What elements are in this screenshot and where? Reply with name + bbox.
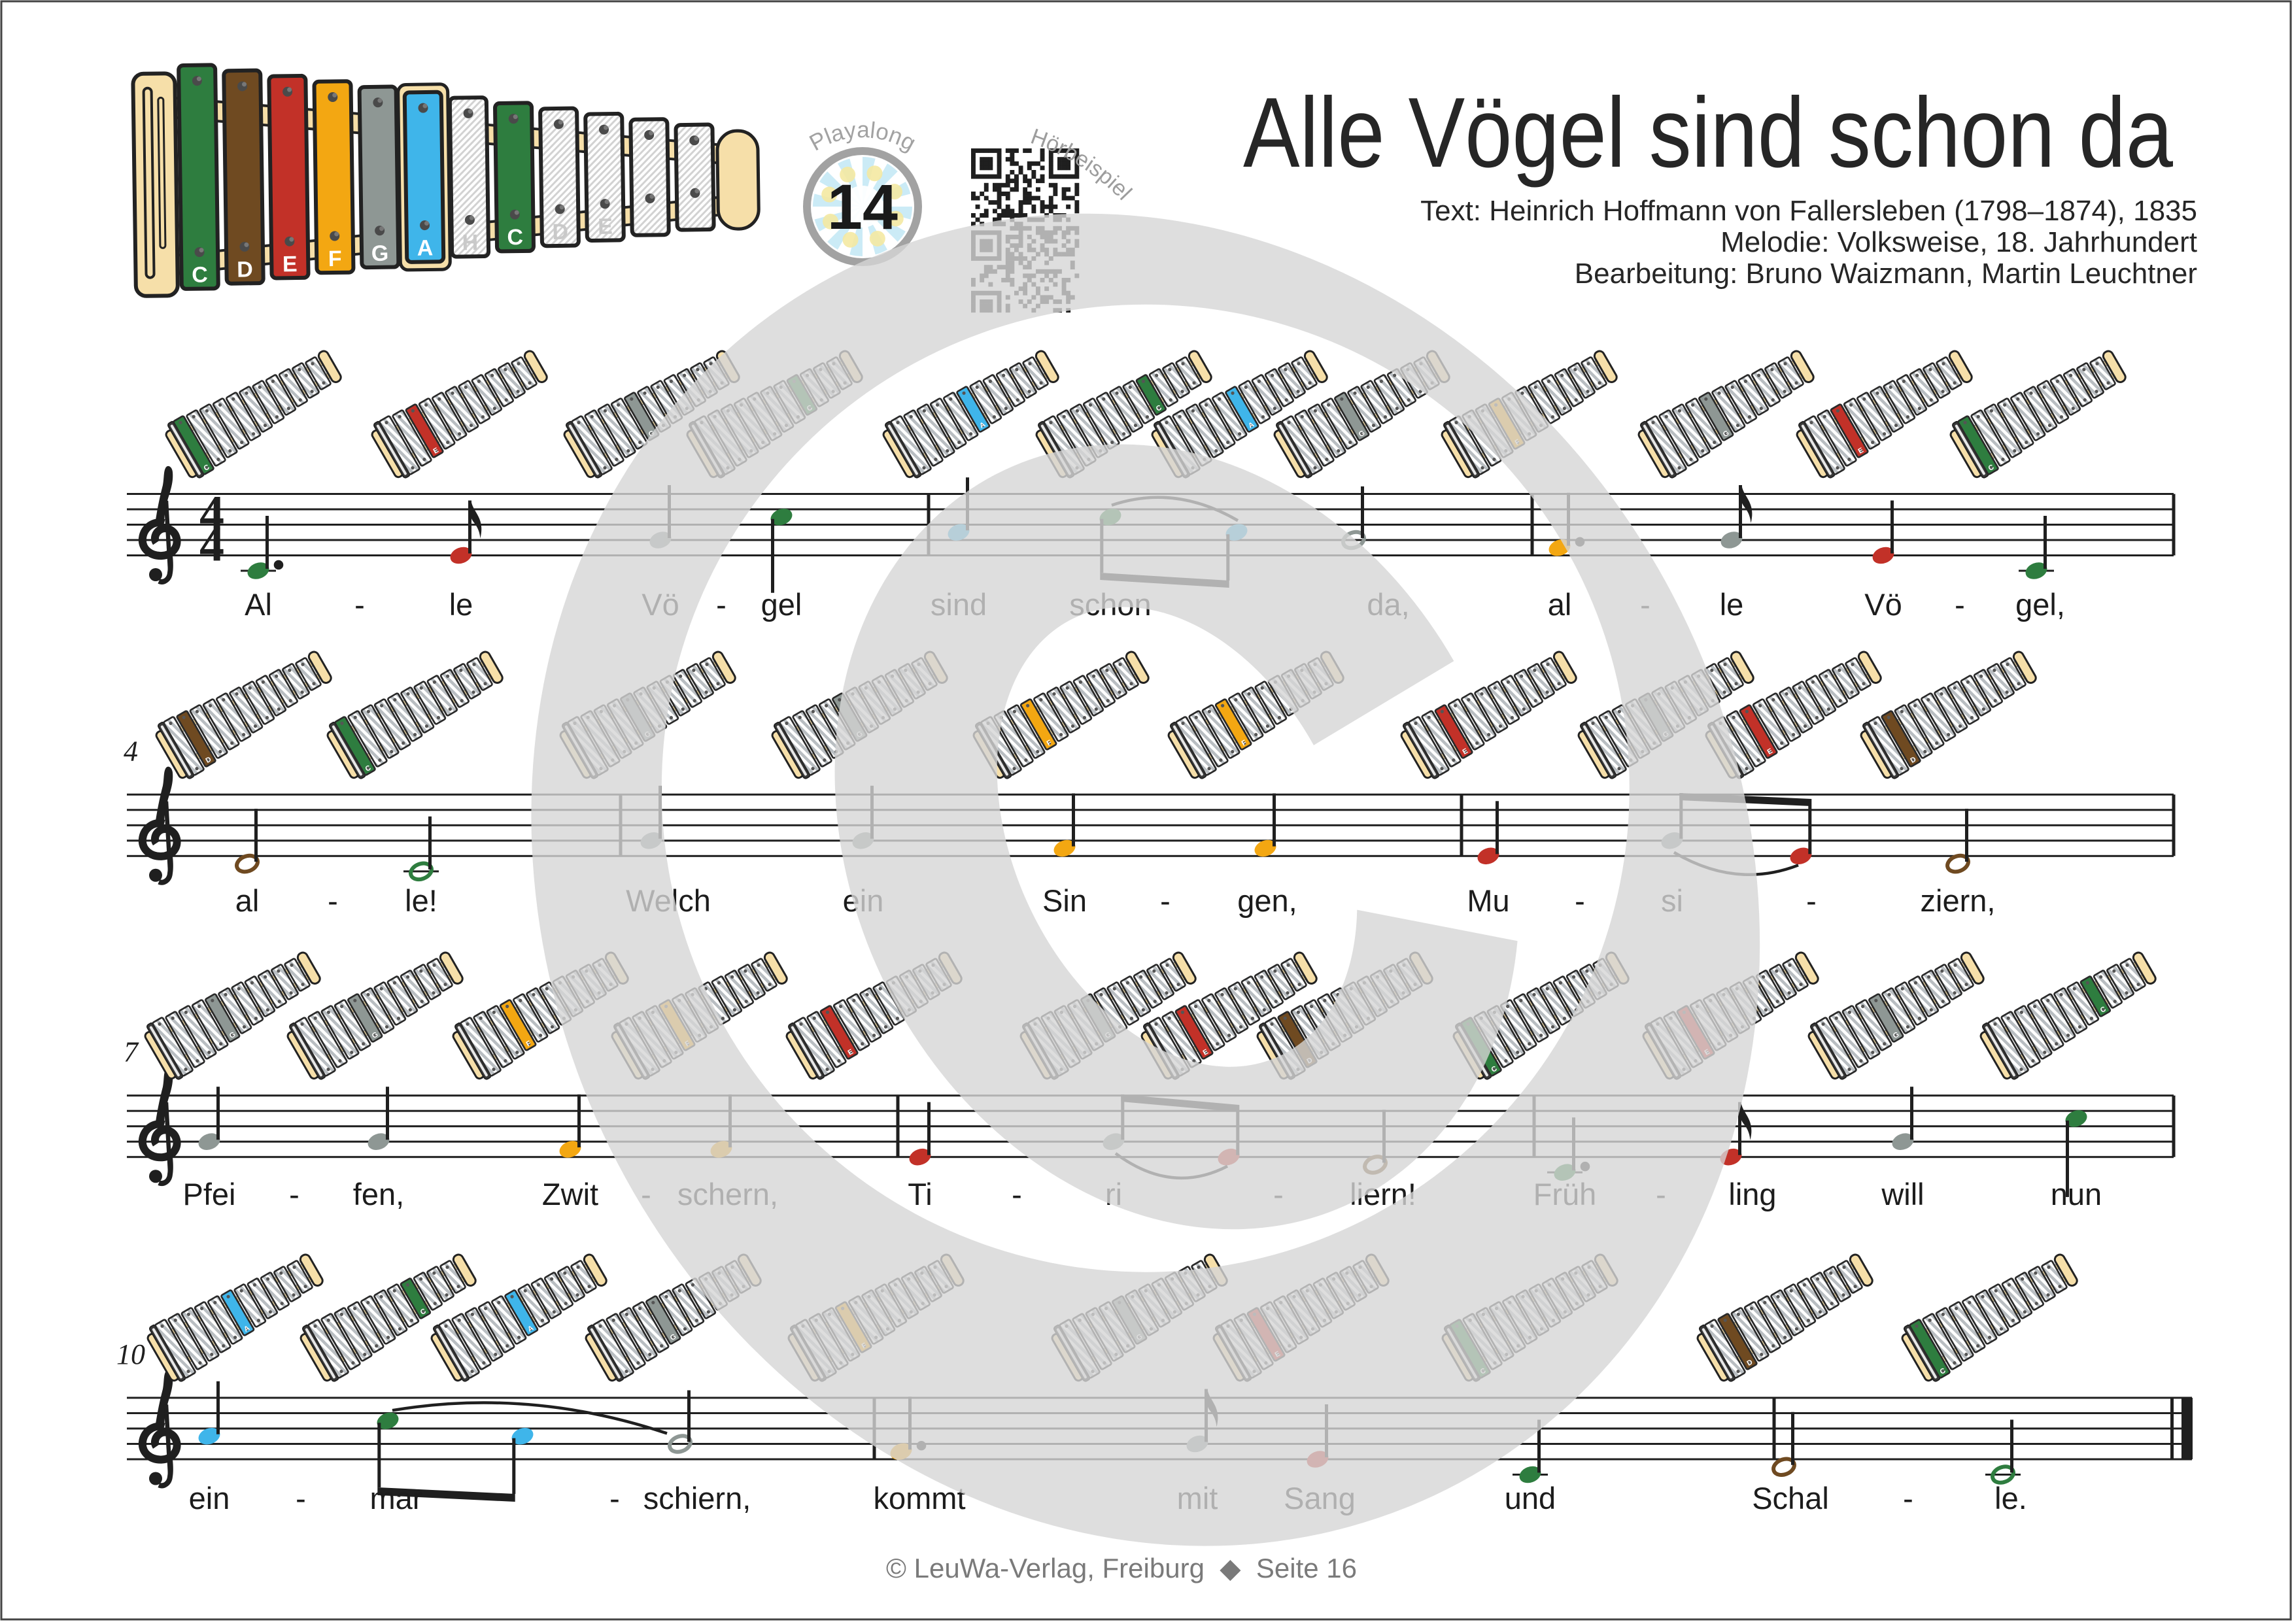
- svg-text:al: al: [235, 883, 260, 918]
- svg-text:-: -: [1160, 883, 1171, 918]
- svg-text:mar: mar: [370, 1481, 423, 1515]
- svg-text:7: 7: [124, 1036, 139, 1068]
- svg-text:-: -: [609, 1481, 620, 1515]
- svg-text:4: 4: [199, 486, 224, 541]
- svg-text:und: und: [1505, 1481, 1556, 1515]
- svg-text:Melodie: Volksweise, 18. Jahrh: Melodie: Volksweise, 18. Jahrhundert: [1720, 226, 2197, 258]
- svg-text:ling: ling: [1728, 1177, 1776, 1211]
- svg-text:Alle Vögel sind schon da: Alle Vögel sind schon da: [1243, 77, 2173, 188]
- svg-text:Al: Al: [245, 587, 272, 622]
- svg-text:le: le: [1720, 587, 1744, 622]
- svg-text:Zwit: Zwit: [542, 1177, 598, 1211]
- svg-text:G: G: [371, 241, 389, 266]
- svg-text:-: -: [328, 883, 338, 918]
- svg-text:C: C: [192, 262, 208, 287]
- svg-text:© LeuWa-Verlag, Freiburg ◆ S: © LeuWa-Verlag, Freiburg ◆ Seite 16: [886, 1553, 1357, 1583]
- svg-text:-: -: [1806, 883, 1817, 918]
- svg-text:Pfei: Pfei: [183, 1177, 236, 1211]
- svg-text:ein: ein: [189, 1481, 230, 1515]
- svg-text:-: -: [296, 1481, 306, 1515]
- svg-text:D: D: [552, 220, 568, 245]
- svg-text:fen,: fen,: [353, 1177, 404, 1211]
- svg-text:10: 10: [116, 1338, 145, 1370]
- svg-text:gel: gel: [761, 587, 802, 622]
- svg-text:-: -: [354, 587, 365, 622]
- svg-text:4: 4: [124, 735, 138, 767]
- svg-text:nun: nun: [2051, 1177, 2102, 1211]
- svg-text:Schal: Schal: [1752, 1481, 1829, 1515]
- svg-text:gel,: gel,: [2015, 587, 2065, 622]
- svg-text:will: will: [1881, 1177, 1924, 1211]
- svg-text:Mu: Mu: [1467, 883, 1509, 918]
- svg-text:-: -: [1012, 1177, 1022, 1211]
- svg-text:schiern,: schiern,: [643, 1481, 751, 1515]
- svg-text:Text: Heinrich Hoffmann von Fa: Text: Heinrich Hoffmann von Fallersleben…: [1420, 195, 2197, 227]
- svg-text:-: -: [1955, 587, 1965, 622]
- svg-text:C: C: [507, 225, 523, 250]
- svg-text:gen,: gen,: [1237, 883, 1297, 918]
- svg-text:A: A: [417, 235, 433, 260]
- svg-text:H: H: [462, 230, 478, 255]
- svg-text:le!: le!: [405, 883, 437, 918]
- svg-text:4: 4: [199, 517, 224, 572]
- svg-text:F: F: [328, 246, 342, 271]
- svg-text:E: E: [282, 252, 298, 277]
- svg-text:Ti: Ti: [908, 1177, 932, 1211]
- svg-text:Bearbeitung: Bruno Waizmann, M: Bearbeitung: Bruno Waizmann, Martin Leuc…: [1575, 258, 2197, 290]
- svg-text:le: le: [449, 587, 473, 622]
- svg-text:E: E: [598, 214, 613, 239]
- svg-text:D: D: [237, 257, 253, 282]
- svg-text:14: 14: [827, 171, 898, 243]
- svg-text:-: -: [289, 1177, 299, 1211]
- svg-text:al: al: [1548, 587, 1572, 622]
- svg-text:-: -: [1575, 883, 1585, 918]
- svg-text:-: -: [1903, 1481, 1913, 1515]
- svg-text:ziern,: ziern,: [1921, 883, 1996, 918]
- svg-text:Sin: Sin: [1042, 883, 1087, 918]
- svg-text:Vö: Vö: [1864, 587, 1902, 622]
- svg-text:-: -: [716, 587, 727, 622]
- svg-text:le.: le.: [1994, 1481, 2027, 1515]
